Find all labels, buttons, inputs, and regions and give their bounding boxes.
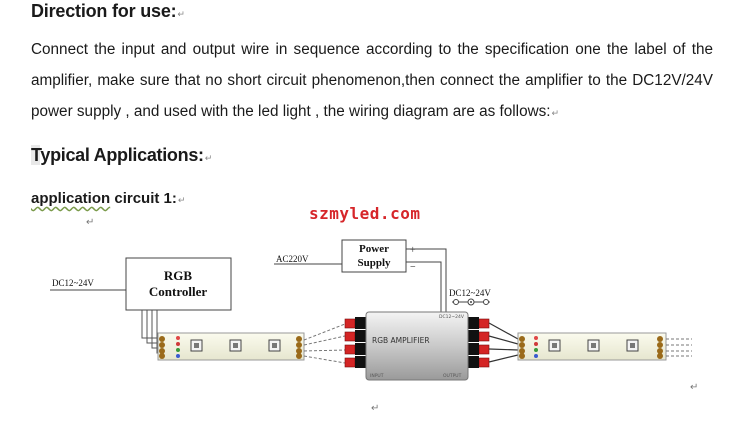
direction-heading-text: Direction for use:: [31, 1, 177, 21]
watermark: szmyled.com: [309, 204, 421, 223]
paragraph-mark-icon: ↵: [551, 108, 560, 118]
paragraph-mark-icon: ↵: [177, 9, 185, 19]
amplifier-small-right: OUTPUT: [443, 373, 462, 379]
spellcheck-underlined-word: application: [31, 190, 111, 207]
plus-terminal-label: +: [410, 245, 416, 256]
amplifier-small-left: INPUT: [370, 373, 384, 379]
paragraph-mark-icon: ↵: [690, 382, 699, 393]
power-supply-box: Power Supply: [341, 239, 407, 273]
ac-input-label: AC220V: [276, 254, 309, 264]
controller-label-2: Controller: [149, 284, 207, 299]
direction-paragraph: Connect the input and output wire in seq…: [31, 34, 713, 129]
amplifier-small-top: DC12~24V: [439, 314, 465, 320]
controller-label-1: RGB: [164, 268, 193, 283]
solder-pads-right: [519, 336, 663, 359]
power-label-2: Supply: [357, 257, 391, 269]
application-circuit-heading: application circuit 1:↵: [31, 190, 185, 207]
amplifier-label: RGB AMPLIFIER: [372, 336, 430, 345]
paragraph-mark-icon: ↵: [86, 217, 95, 228]
led-strip-right: [517, 332, 667, 361]
text-cursor-highlight: T: [31, 145, 41, 165]
direction-heading: Direction for use:↵: [31, 1, 185, 22]
rgb-amplifier: RGB AMPLIFIER DC12~24V INPUT OUTPUT: [344, 311, 490, 381]
dc-jack-icon: [452, 298, 490, 306]
application-heading-rest: circuit 1:: [110, 190, 177, 207]
led-strip-left-pins: [176, 336, 180, 358]
strip-continuation-wires: [666, 338, 692, 357]
power-wires: [406, 248, 447, 312]
direction-paragraph-text: Connect the input and output wire in seq…: [31, 41, 713, 120]
amplifier-input-label: DC12~24V: [449, 288, 491, 298]
paragraph-mark-icon: ↵: [204, 153, 213, 163]
amp-input-wires: [303, 323, 346, 364]
led-strip-right-pins: [534, 336, 538, 358]
typical-heading-rest: ypical Applications:: [40, 145, 204, 165]
controller-output-wires: [141, 310, 158, 354]
amp-output-wires: [488, 322, 519, 363]
paragraph-mark-icon: ↵: [177, 195, 186, 205]
rgb-controller-box: RGB Controller: [125, 257, 232, 311]
power-label-1: Power: [359, 243, 389, 255]
led-strip-left: [157, 332, 305, 361]
typical-applications-heading: Typical Applications:↵: [31, 145, 212, 166]
solder-pads-left: [159, 336, 302, 359]
minus-terminal-label: −: [410, 262, 416, 273]
paragraph-mark-icon: ↵: [371, 403, 380, 414]
controller-input-label: DC12~24V: [52, 278, 94, 288]
